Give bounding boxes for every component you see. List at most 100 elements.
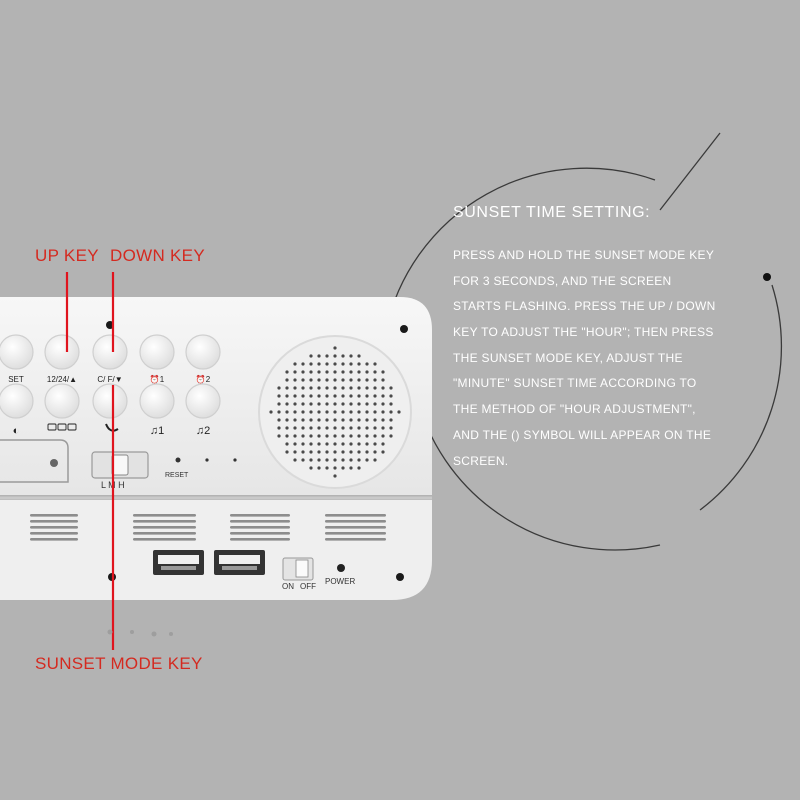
speaker-hole	[277, 418, 281, 422]
speaker-hole	[341, 378, 345, 382]
speaker-hole	[333, 442, 337, 446]
speaker-hole	[397, 410, 401, 414]
sound-1-button[interactable]	[139, 383, 175, 419]
reset-label: RESET	[165, 472, 189, 479]
alarm-1-button[interactable]	[139, 334, 175, 370]
power-switch-on-label: ON	[282, 582, 294, 591]
speaker-hole	[325, 370, 329, 374]
speaker-hole	[357, 386, 361, 390]
screw-top-right	[400, 325, 408, 333]
speaker-hole	[341, 426, 345, 430]
speaker-hole	[373, 362, 377, 366]
speaker-hole	[301, 378, 305, 382]
speaker-hole	[333, 370, 337, 374]
speaker-hole	[381, 386, 385, 390]
speaker-hole	[349, 442, 353, 446]
speaker-hole	[301, 370, 305, 374]
reset-hole[interactable]	[175, 457, 181, 463]
speaker-hole	[277, 402, 281, 406]
speaker-hole	[325, 354, 329, 358]
instructions-title: SUNSET TIME SETTING:	[453, 204, 651, 221]
speaker-hole	[293, 394, 297, 398]
speaker-hole	[373, 410, 377, 414]
speaker-hole	[333, 402, 337, 406]
speaker-hole	[349, 410, 353, 414]
speaker-hole	[285, 442, 289, 446]
speaker-hole	[365, 386, 369, 390]
mode-indicator-icon	[57, 423, 67, 431]
vent-slot	[230, 520, 290, 523]
alarm-1-label: ⏰1	[150, 374, 165, 384]
speaker-hole	[373, 418, 377, 422]
speaker-hole	[333, 378, 337, 382]
speaker-hole	[349, 458, 353, 462]
speaker-hole	[325, 378, 329, 382]
power-led	[337, 564, 345, 572]
speaker-hole	[317, 466, 321, 470]
usb-port-1	[153, 550, 204, 575]
set-button[interactable]	[0, 334, 34, 370]
speaker-hole	[341, 394, 345, 398]
speaker-hole	[325, 410, 329, 414]
power-switch-off-label: OFF	[300, 582, 316, 591]
speaker-hole	[309, 466, 313, 470]
speaker-hole	[341, 410, 345, 414]
speaker-hole	[301, 394, 305, 398]
vent-slot	[230, 532, 290, 535]
speaker-hole	[293, 362, 297, 366]
sunset-mode-key-button[interactable]	[92, 383, 128, 419]
down-key-button[interactable]	[92, 334, 128, 370]
speaker-hole	[285, 426, 289, 430]
vent-slots	[30, 514, 386, 541]
speaker-hole	[325, 434, 329, 438]
speaker-hole	[293, 442, 297, 446]
speaker-hole	[317, 410, 321, 414]
speaker-hole	[277, 386, 281, 390]
speaker-hole	[293, 450, 297, 454]
vent-slot	[325, 526, 386, 529]
speaker-hole	[389, 386, 393, 390]
vent-slot	[30, 514, 78, 517]
speaker-hole	[333, 346, 337, 350]
speaker-hole	[381, 442, 385, 446]
speaker-hole	[317, 450, 321, 454]
speaker-hole	[277, 426, 281, 430]
speaker-hole	[381, 394, 385, 398]
speaker-hole	[357, 402, 361, 406]
vent-slot	[325, 520, 386, 523]
speaker-hole	[357, 410, 361, 414]
speaker-hole	[301, 442, 305, 446]
vent-slot	[325, 538, 386, 541]
speaker-hole	[333, 450, 337, 454]
alarm-2-label: ⏰2	[196, 374, 211, 384]
speaker-hole	[325, 450, 329, 454]
brightness-label: ◐	[13, 425, 20, 437]
vent-slot	[133, 526, 196, 529]
moon-icon	[105, 423, 119, 432]
speaker-hole	[309, 378, 313, 382]
speaker-hole	[301, 362, 305, 366]
speaker-hole	[325, 466, 329, 470]
speaker-hole	[301, 426, 305, 430]
speaker-hole	[285, 410, 289, 414]
sound-2-button[interactable]	[185, 383, 221, 419]
vent-slot	[133, 520, 196, 523]
speaker-hole	[365, 442, 369, 446]
speaker-hole	[309, 442, 313, 446]
up-key-button[interactable]	[44, 334, 80, 370]
speaker-hole	[309, 410, 313, 414]
speaker-hole	[309, 362, 313, 366]
speaker-hole	[373, 394, 377, 398]
speaker-hole	[373, 402, 377, 406]
speaker-hole	[341, 466, 345, 470]
brightness-button[interactable]	[0, 383, 34, 419]
speaker-hole	[373, 370, 377, 374]
mode-button[interactable]	[44, 383, 80, 419]
instruction-line: "MINUTE" SUNSET TIME ACCORDING TO	[453, 376, 697, 391]
alarm-2-button[interactable]	[185, 334, 221, 370]
speaker-hole	[325, 386, 329, 390]
speaker-hole	[325, 402, 329, 406]
speaker-hole	[357, 434, 361, 438]
speaker-hole	[285, 402, 289, 406]
